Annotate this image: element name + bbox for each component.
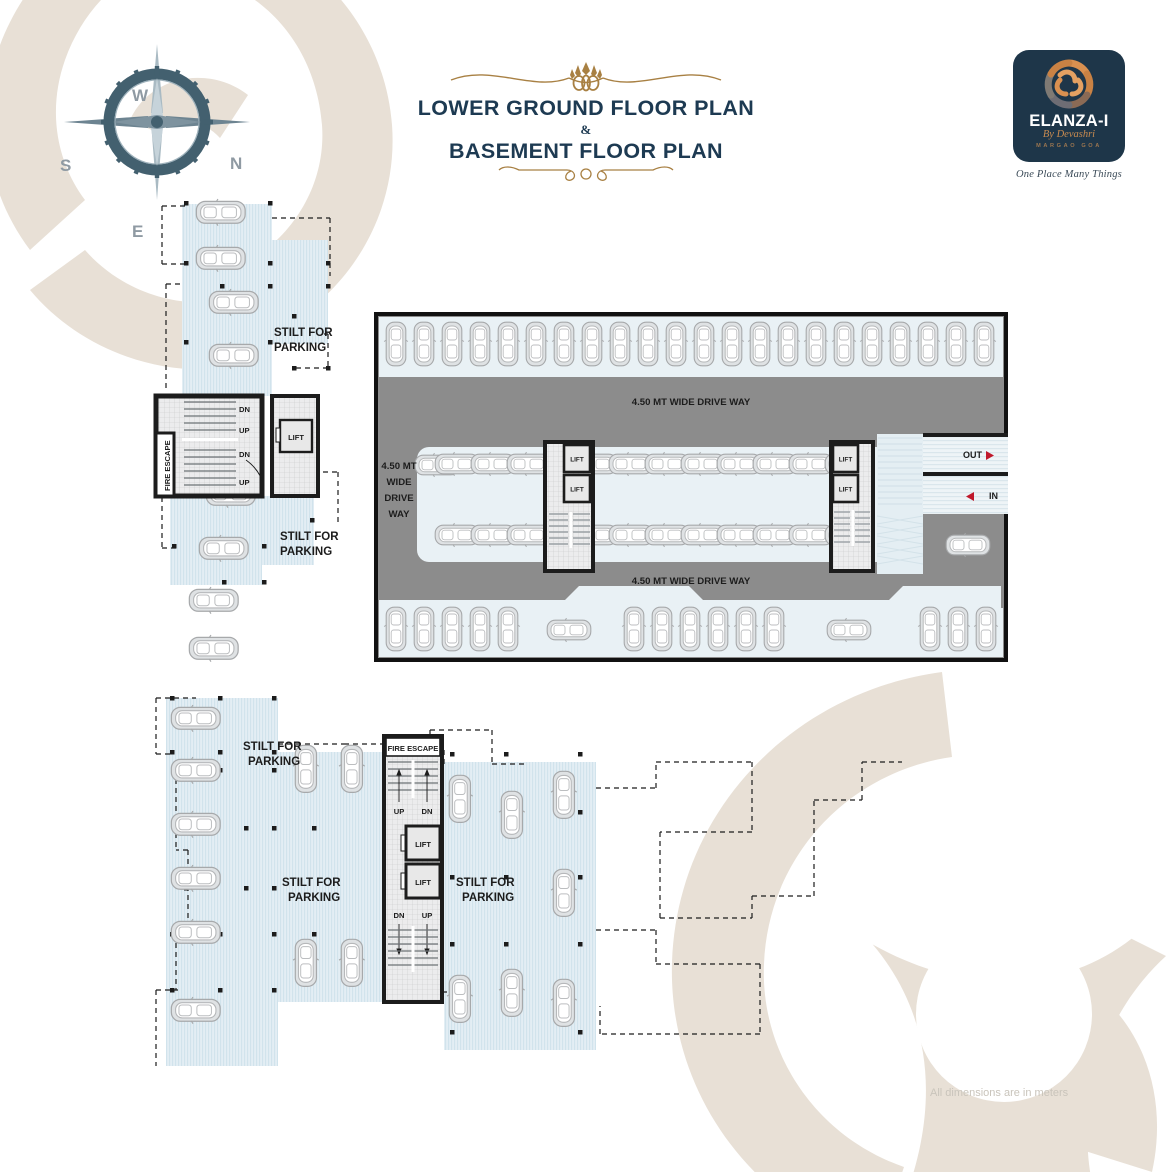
upper-left-core: DN UP DN UP FIRE ESCAPE LIFT	[153, 393, 320, 499]
lower-ground-floor-plan: STILT FOR PARKING STILT FOR PARKING STIL…	[155, 696, 902, 1066]
stair-label-up: UP	[422, 911, 433, 920]
svg-text:DRIVE: DRIVE	[384, 493, 414, 504]
lower-central-core: FIRE ESCAPE UP DN LIFT LIFT DN UP	[382, 734, 444, 1004]
stilt-label-upper: STILT FOR PARKING	[274, 327, 333, 354]
svg-text:PARKING: PARKING	[288, 892, 340, 904]
stair-label-up: UP	[239, 478, 250, 487]
stair-label-dn: DN	[239, 405, 250, 414]
stilt-label-3: STILT FOR PARKING	[456, 877, 515, 904]
compass-label-w: W	[132, 86, 149, 105]
svg-text:STILT FOR: STILT FOR	[280, 531, 339, 543]
stair-direction-arrows	[396, 768, 430, 802]
driveway-left-label: 4.50 MT WIDE DRIVE WAY	[381, 461, 416, 520]
lift-label: LIFT	[570, 487, 584, 494]
fire-escape-label: FIRE ESCAPE	[388, 744, 439, 753]
stair-label-dn: DN	[394, 911, 405, 920]
basement-ramp: OUT IN	[876, 433, 1008, 574]
compass-label-s: S	[60, 156, 72, 175]
lift-label: LIFT	[839, 457, 853, 464]
svg-text:PARKING: PARKING	[248, 756, 300, 768]
basement-right-core: LIFT LIFT	[829, 440, 875, 573]
svg-text:STILT FOR: STILT FOR	[243, 741, 302, 753]
stair-label-up: UP	[239, 426, 250, 435]
compass-label-n: N	[230, 154, 243, 173]
logo-name: ELANZA-I	[1029, 112, 1109, 130]
upper-left-stilt-plan: STILT FOR PARKING STILT FOR PARKING DN U…	[153, 198, 339, 663]
logo-card: ELANZA-I By Devashri MARGAO GOA	[1013, 50, 1125, 162]
lift-label: LIFT	[570, 457, 584, 464]
stair-label-dn: DN	[422, 807, 433, 816]
svg-text:PARKING: PARKING	[462, 892, 514, 904]
project-logo: ELANZA-I By Devashri MARGAO GOA One Plac…	[1010, 50, 1128, 180]
basement-outside-car	[945, 532, 991, 558]
stilt-label-1: STILT FOR PARKING	[243, 741, 302, 768]
svg-text:4.50 MT: 4.50 MT	[381, 461, 416, 472]
stair-label-up: UP	[394, 807, 405, 816]
basement-floor-plan: LIFT LIFT LIFT LIFT	[374, 312, 1008, 662]
lift-label: LIFT	[415, 878, 431, 887]
svg-text:STILT FOR: STILT FOR	[274, 327, 333, 339]
title-flourish-bottom	[498, 166, 674, 181]
logo-city: MARGAO GOA	[1036, 143, 1102, 149]
svg-text:STILT FOR: STILT FOR	[456, 877, 515, 889]
in-arrow-icon	[966, 492, 974, 501]
compass-rose: W N S E	[60, 42, 252, 241]
basement-island-upper-row	[434, 451, 870, 477]
title-ampersand: &	[580, 122, 592, 137]
svg-text:WAY: WAY	[389, 509, 411, 520]
logo-byline: By Devashri	[1042, 129, 1096, 140]
driveway-top-label: 4.50 MT WIDE DRIVE WAY	[632, 397, 751, 408]
stilt-label-lower: STILT FOR PARKING	[280, 531, 339, 558]
compass-label-e: E	[132, 222, 144, 241]
svg-text:STILT FOR: STILT FOR	[282, 877, 341, 889]
basement-central-core: LIFT LIFT	[543, 440, 595, 573]
lift-label: LIFT	[415, 840, 431, 849]
door-swing-icon	[245, 459, 265, 487]
driveway-bottom-label: 4.50 MT WIDE DRIVE WAY	[632, 576, 751, 587]
svg-text:PARKING: PARKING	[274, 342, 326, 354]
title-line-2: BASEMENT FLOOR PLAN	[449, 139, 723, 163]
stair-label-dn: DN	[239, 450, 250, 459]
logo-tagline: One Place Many Things	[1016, 169, 1122, 180]
lift-label: LIFT	[288, 433, 304, 442]
svg-text:WIDE: WIDE	[386, 477, 412, 488]
fire-escape-label: FIRE ESCAPE	[163, 440, 172, 491]
footer-note: All dimensions are in meters	[930, 1087, 1069, 1099]
out-arrow-icon	[986, 451, 994, 460]
basement-island-lower-row	[434, 522, 870, 548]
page-title: LOWER GROUND FLOOR PLAN & BASEMENT FLOOR…	[386, 58, 786, 186]
out-label: OUT	[963, 450, 983, 460]
lift-label: LIFT	[839, 487, 853, 494]
title-flourish-top	[450, 62, 722, 92]
svg-text:PARKING: PARKING	[280, 546, 332, 558]
in-label: IN	[989, 491, 998, 501]
logo-floral-icon	[1044, 59, 1094, 109]
title-line-1: LOWER GROUND FLOOR PLAN	[417, 96, 755, 120]
stilt-label-2: STILT FOR PARKING	[282, 877, 341, 904]
